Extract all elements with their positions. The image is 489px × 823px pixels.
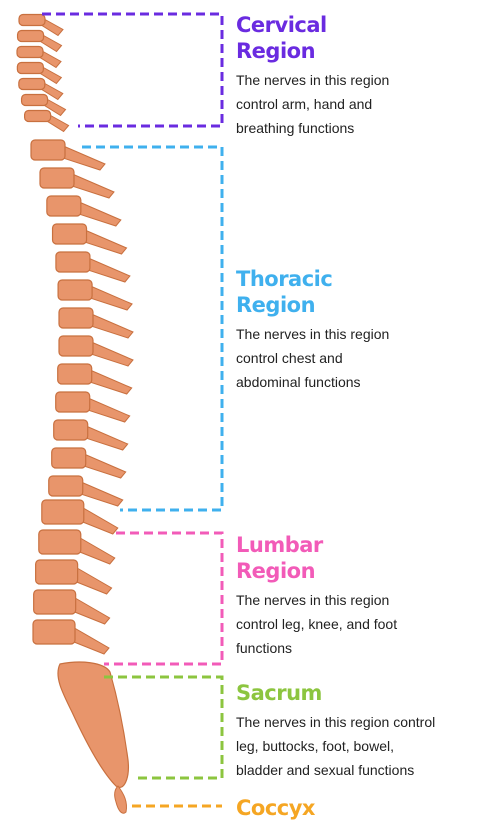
lumbar-title: Lumbar Region	[236, 532, 481, 584]
lumbar-region: Lumbar Region The nerves in this region …	[236, 532, 481, 660]
spinous-process	[59, 145, 105, 170]
cervical-title: Cervical Region	[236, 12, 481, 64]
lumbar-description: The nerves in this region control leg, k…	[236, 588, 481, 660]
vertebra-body	[54, 420, 88, 440]
vertebra-body	[58, 364, 92, 384]
vertebra-body	[18, 31, 44, 42]
spinous-process	[87, 313, 133, 338]
spinous-process	[82, 425, 128, 450]
vertebra-body	[53, 224, 87, 244]
vertebra-body	[40, 168, 74, 188]
vertebra-body	[22, 95, 48, 106]
cervical-region: Cervical Region The nerves in this regio…	[236, 12, 481, 140]
spinous-process	[81, 229, 127, 254]
spinous-process	[80, 453, 126, 478]
vertebra-body	[49, 476, 83, 496]
spinous-process	[86, 285, 132, 310]
vertebra-body	[42, 500, 84, 524]
vertebra-body	[31, 140, 65, 160]
spinous-process	[84, 257, 130, 282]
spinous-process	[86, 369, 132, 394]
vertebra-body	[34, 590, 76, 614]
vertebra-body	[56, 252, 90, 272]
sacrum-description: The nerves in this region control leg, b…	[236, 710, 481, 782]
sacrum-region: Sacrum The nerves in this region control…	[236, 680, 481, 782]
coccyx-bone	[115, 786, 127, 813]
coccyx-region: Coccyx	[236, 795, 481, 821]
cervical-bracket	[42, 14, 222, 126]
vertebra-body	[47, 196, 81, 216]
vertebra-body	[33, 620, 75, 644]
vertebra-body	[19, 79, 45, 90]
spinous-process	[84, 397, 130, 422]
coccyx-title: Coccyx	[236, 795, 481, 821]
vertebra-body	[25, 111, 51, 122]
sacrum-bone	[58, 662, 128, 787]
vertebra-body	[52, 448, 86, 468]
thoracic-description: The nerves in this region control chest …	[236, 322, 481, 394]
thoracic-region: Thoracic Region The nerves in this regio…	[236, 266, 481, 394]
vertebra-body	[17, 47, 43, 58]
spinous-process	[68, 173, 114, 198]
vertebra-body	[36, 560, 78, 584]
vertebra-body	[56, 392, 90, 412]
vertebra-body	[59, 308, 93, 328]
vertebral-column	[17, 15, 133, 814]
spinous-process	[75, 201, 121, 226]
sacrum-title: Sacrum	[236, 680, 481, 706]
vertebra-body	[59, 336, 93, 356]
vertebra-body	[58, 280, 92, 300]
vertebra-body	[19, 15, 45, 26]
vertebra-body	[17, 63, 43, 74]
lumbar-bracket	[104, 533, 222, 664]
thoracic-title: Thoracic Region	[236, 266, 481, 318]
cervical-description: The nerves in this region control arm, h…	[236, 68, 481, 140]
spinous-process	[87, 341, 133, 366]
vertebra-body	[39, 530, 81, 554]
